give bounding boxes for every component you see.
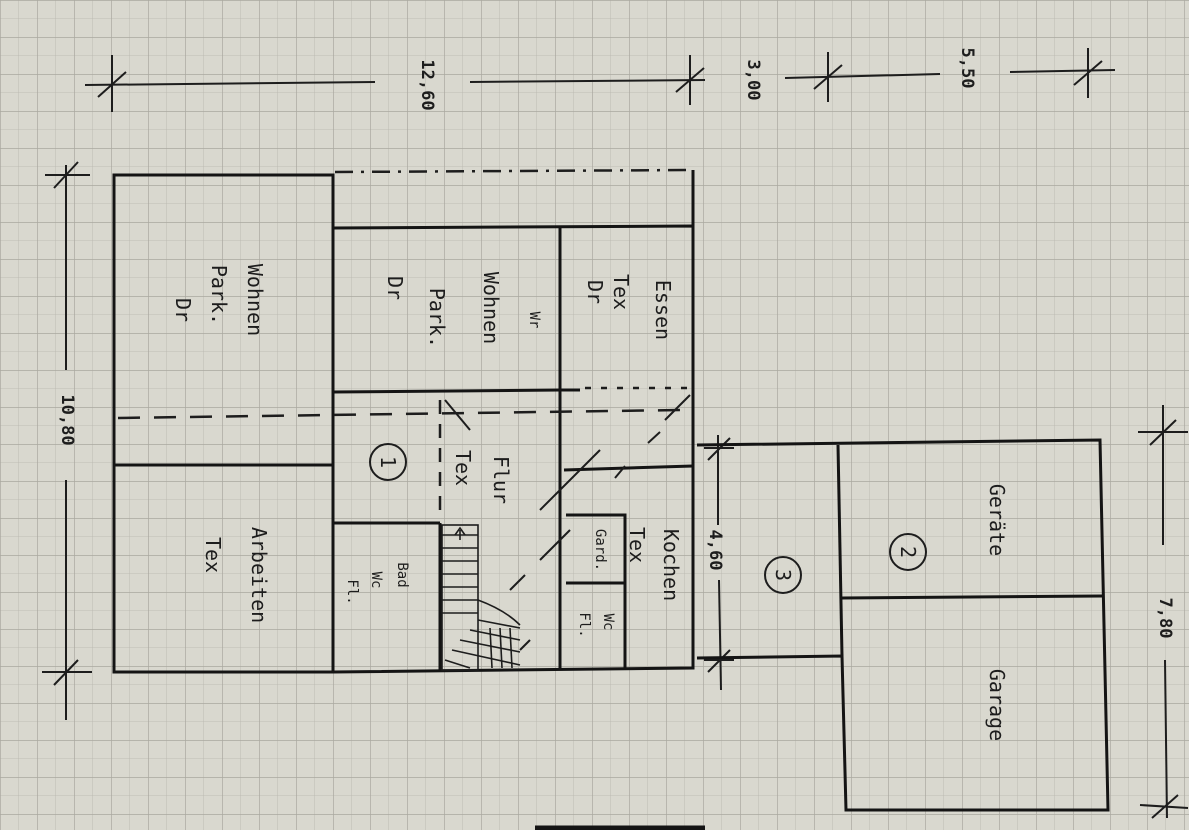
label-park-left: Park. [207, 265, 231, 325]
walls [112, 170, 1110, 812]
label-wc: Wc [600, 614, 616, 631]
marker-2: 2 [896, 546, 920, 558]
room-markers [369, 443, 927, 594]
label-essen-dr: Dr [583, 280, 607, 304]
label-bad-wc: Wc [368, 572, 384, 589]
label-wohnen-left: Wohnen [243, 264, 267, 336]
label-bad: Bad [394, 562, 410, 587]
label-park-mid: Park. [425, 288, 449, 348]
marker-1: 1 [376, 456, 400, 468]
label-dr-mid: Dr [383, 276, 407, 300]
label-wc-fl: Fl. [576, 612, 592, 637]
label-kochen-tex: Tex [625, 527, 649, 563]
dimension-4-60: 4,60 [705, 530, 725, 571]
label-garage: Garage [985, 669, 1009, 741]
label-wr-mid: Wr [526, 312, 542, 329]
label-essen-tex: Tex [609, 274, 633, 310]
label-bad-fl: Fl. [344, 579, 360, 604]
label-arbeiten-tex: Tex [201, 537, 225, 573]
marker-circle-1 [369, 443, 407, 481]
label-flur: Flur [489, 456, 513, 504]
label-flur-tex: Tex [451, 450, 475, 486]
label-geraete: Geräte [985, 484, 1009, 556]
dimension-3-00: 3,00 [743, 60, 763, 101]
door-marks [444, 394, 691, 651]
label-dr-left: Dr [171, 298, 195, 322]
marker-circle-3 [764, 556, 802, 594]
dimension-5-50: 5,50 [957, 48, 977, 89]
dimension-7-80: 7,80 [1155, 598, 1175, 639]
label-arbeiten: Arbeiten [247, 527, 271, 623]
dimension-12-60: 12,60 [417, 59, 437, 110]
dashed-lines [117, 168, 694, 520]
marker-circle-2 [889, 533, 927, 571]
marker-3: 3 [771, 569, 795, 581]
label-wohnen-mid: Wohnen [479, 272, 503, 344]
stairs [441, 524, 521, 671]
dimension-lines [42, 48, 1189, 819]
dimension-10-80: 10,80 [57, 394, 77, 445]
label-essen: Essen [651, 280, 675, 340]
label-gard: Gard. [592, 529, 608, 571]
label-kochen: Kochen [659, 529, 683, 601]
